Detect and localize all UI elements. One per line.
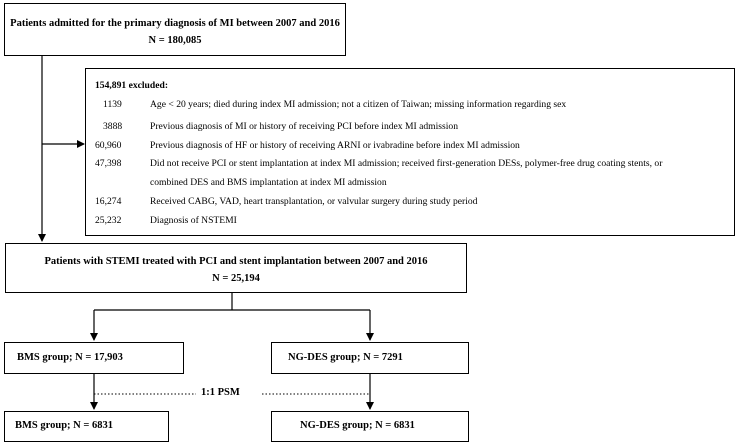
ngdes-group-box: NG-DES group; N = 7291 xyxy=(271,342,469,374)
excluded-reason-continued: combined DES and BMS implantation at ind… xyxy=(150,177,387,188)
excluded-count: 3888 xyxy=(103,121,123,132)
ngdes-matched-box: NG-DES group; N = 6831 xyxy=(271,411,469,442)
excluded-count: 16,274 xyxy=(95,196,122,207)
admitted-count: N = 180,085 xyxy=(148,35,202,46)
admitted-patients-box: Patients admitted for the primary diagno… xyxy=(4,3,346,56)
excluded-count: 60,960 xyxy=(95,140,122,151)
excluded-box: 154,891 excluded: 1139 Age < 20 years; d… xyxy=(85,68,735,236)
excluded-reason: Received CABG, VAD, heart transplantatio… xyxy=(150,196,478,207)
bms-group-box: BMS group; N = 17,903 xyxy=(4,342,184,374)
ngdes-group-label: NG-DES group; N = 7291 xyxy=(288,352,403,363)
bms-matched-label: BMS group; N = 6831 xyxy=(15,420,113,431)
psm-label: 1:1 PSM xyxy=(201,387,240,398)
bms-matched-box: BMS group; N = 6831 xyxy=(4,411,169,442)
excluded-reason: Diagnosis of NSTEMI xyxy=(150,215,237,226)
stemi-title: Patients with STEMI treated with PCI and… xyxy=(44,256,428,267)
excluded-reason: Previous diagnosis of HF or history of r… xyxy=(150,140,520,151)
excluded-count: 47,398 xyxy=(95,158,122,169)
admitted-title: Patients admitted for the primary diagno… xyxy=(10,18,340,29)
stemi-patients-box: Patients with STEMI treated with PCI and… xyxy=(5,243,467,293)
excluded-header: 154,891 excluded: xyxy=(95,80,169,91)
excluded-count: 1139 xyxy=(103,99,122,110)
excluded-reason: Previous diagnosis of MI or history of r… xyxy=(150,121,459,132)
excluded-reason: Did not receive PCI or stent implantatio… xyxy=(150,158,663,169)
stemi-count: N = 25,194 xyxy=(212,273,260,284)
excluded-count: 25,232 xyxy=(95,215,122,226)
bms-group-label: BMS group; N = 17,903 xyxy=(17,352,123,363)
ngdes-matched-label: NG-DES group; N = 6831 xyxy=(300,420,415,431)
excluded-reason: Age < 20 years; died during index MI adm… xyxy=(150,99,567,110)
